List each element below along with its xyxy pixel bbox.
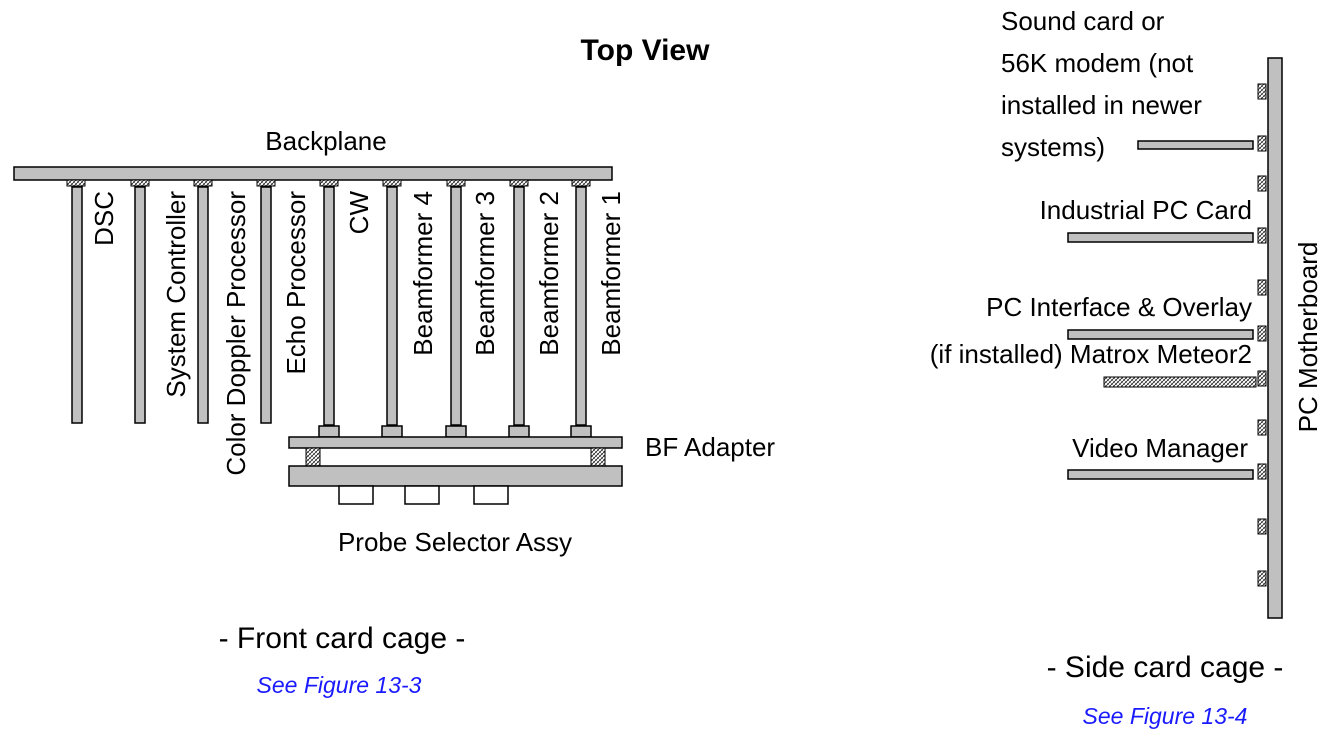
backplane-label: Backplane — [265, 126, 386, 156]
card-label-color-doppler-processor: Color Doppler Processor — [221, 191, 251, 476]
card-sound-modem — [1137, 140, 1254, 150]
pc-interface-label: PC Interface & Overlay — [986, 292, 1252, 322]
mb-connector-9 — [1257, 463, 1267, 480]
matrox-label: (if installed) Matrox Meteor2 — [930, 339, 1252, 369]
mb-connector-10 — [1257, 518, 1267, 535]
slot-connector-1 — [66, 179, 86, 187]
card-beamformer-3 — [450, 186, 462, 426]
slot-connector-3 — [193, 179, 213, 187]
pc-motherboard-label: PC Motherboard — [1293, 242, 1323, 433]
card-label-echo-processor: Echo Processor — [281, 191, 311, 375]
card-matrox-meteor2 — [1103, 376, 1257, 388]
probe-selector-label: Probe Selector Assy — [338, 527, 572, 557]
mb-connector-3 — [1257, 175, 1267, 192]
card-color-doppler-processor — [197, 186, 209, 424]
card-dsc — [71, 186, 83, 424]
motherboard-connectors — [1257, 83, 1267, 587]
sound-card-label-line1: Sound card or — [1001, 6, 1165, 36]
bf-adapter-connector-bf3 — [445, 425, 467, 438]
bf-adapter-standoff-left — [305, 447, 321, 467]
card-system-controller — [134, 186, 146, 424]
card-label-beamformer-3: Beamformer 3 — [470, 191, 500, 356]
backplane-connectors — [66, 179, 591, 187]
slot-connector-2 — [130, 179, 150, 187]
bf-adapter-connector-bf2 — [508, 425, 530, 438]
sound-card-label-line2: 56K modem (not — [1001, 48, 1194, 78]
card-pc-interface-overlay — [1067, 329, 1254, 340]
pc-motherboard — [1267, 57, 1283, 619]
front-cage-caption: - Front card cage - — [219, 622, 466, 655]
card-beamformer-2 — [513, 186, 525, 426]
card-label-cw: CW — [344, 191, 374, 235]
card-label-dsc: DSC — [89, 191, 119, 246]
card-video-manager — [1067, 469, 1254, 480]
mb-connector-6 — [1257, 325, 1267, 342]
card-label-beamformer-2: Beamformer 2 — [534, 191, 564, 356]
mb-connector-4 — [1257, 227, 1267, 244]
see-figure-13-4-link[interactable]: See Figure 13-4 — [1083, 703, 1248, 729]
slot-connector-7 — [446, 179, 466, 187]
bf-adapter-label: BF Adapter — [645, 432, 775, 462]
card-cw — [323, 186, 335, 426]
card-label-system-controller: System Controller — [161, 191, 191, 398]
bf-adapter-connector-bf4 — [381, 425, 403, 438]
mb-connector-2 — [1257, 135, 1267, 152]
card-label-beamformer-1: Beamformer 1 — [596, 191, 626, 356]
card-beamformer-4 — [386, 186, 398, 426]
sound-card-label-line4: systems) — [1001, 132, 1105, 162]
bf-adapter-connector-bf1 — [570, 425, 592, 438]
slot-connector-9 — [571, 179, 591, 187]
slot-connector-5 — [319, 179, 339, 187]
probe-port-1 — [338, 485, 374, 505]
mb-connector-1 — [1257, 83, 1267, 100]
slot-connector-4 — [256, 179, 276, 187]
slot-connector-6 — [382, 179, 402, 187]
mb-connector-7 — [1257, 370, 1267, 387]
backplane — [13, 166, 613, 181]
mb-connector-5 — [1257, 279, 1267, 296]
bf-adapter-assembly — [288, 425, 623, 505]
front-cards — [71, 186, 587, 426]
probe-port-3 — [473, 485, 509, 505]
probe-port-2 — [404, 485, 440, 505]
video-manager-label: Video Manager — [1072, 433, 1248, 463]
see-figure-13-3-link[interactable]: See Figure 13-3 — [257, 672, 422, 698]
sound-card-label-line3: installed in newer — [1001, 90, 1202, 120]
industrial-pc-card-label: Industrial PC Card — [1040, 195, 1252, 225]
bf-adapter-standoff-right — [590, 447, 606, 467]
bf-adapter-connector-cw — [318, 425, 340, 438]
card-label-beamformer-4: Beamformer 4 — [408, 191, 438, 356]
probe-selector-board — [288, 465, 623, 487]
card-beamformer-1 — [575, 186, 587, 426]
slot-connector-8 — [509, 179, 529, 187]
mb-connector-11 — [1257, 570, 1267, 587]
card-industrial-pc — [1067, 232, 1254, 243]
mb-connector-8 — [1257, 419, 1267, 436]
page-title: Top View — [581, 34, 711, 67]
card-echo-processor — [260, 186, 272, 424]
side-cage-caption: - Side card cage - — [1047, 651, 1284, 684]
bf-adapter-board — [288, 436, 623, 449]
